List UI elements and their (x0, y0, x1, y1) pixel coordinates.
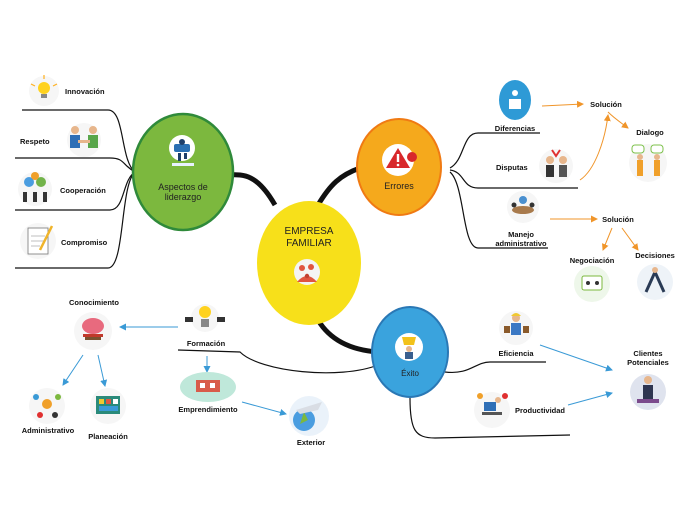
errores-branches (449, 132, 578, 249)
planning-icon (90, 388, 126, 424)
differences-icon (499, 80, 531, 120)
exito-title: Éxito (401, 369, 419, 378)
dialogue-icon (629, 144, 667, 182)
disputes-icon (539, 149, 573, 183)
node-compromiso[interactable]: Compromiso (61, 238, 108, 247)
manejo-line1: Manejo (508, 230, 534, 239)
leader-podium-icon (169, 135, 195, 166)
node-disputas[interactable]: Disputas (496, 163, 528, 172)
clientes-line1: Clientes (633, 349, 663, 358)
node-solucion-1[interactable]: Solución (590, 100, 622, 109)
node-eficiencia[interactable]: Eficiencia (498, 349, 534, 358)
gears-team-icon (18, 172, 52, 206)
central-title-line2: FAMILIAR (286, 238, 332, 249)
node-formacion[interactable]: Formación (186, 339, 226, 348)
signed-contract-icon (20, 223, 56, 259)
node-manejo-administrativo[interactable]: Manejo administrativo (495, 230, 546, 248)
node-planeacion[interactable]: Planeación (88, 432, 128, 441)
central-title-line1: EMPRESA (284, 226, 334, 237)
efficiency-icon (499, 311, 533, 345)
node-diferencias[interactable]: Diferencias (494, 124, 536, 133)
trophy-person-icon (395, 333, 423, 361)
errores-title: Errores (384, 181, 414, 191)
node-dialogo[interactable]: Dialogo (636, 128, 664, 137)
warning-icon (382, 144, 417, 176)
handshake-icon (67, 123, 101, 157)
node-productividad[interactable]: Productividad (514, 406, 566, 415)
liderazgo-title: Aspectos de liderazgo (158, 182, 208, 203)
node-solucion-2[interactable]: Solución (602, 215, 634, 224)
liderazgo-branches (15, 109, 136, 269)
administrative-icon (29, 388, 65, 424)
node-innovacion[interactable]: Innovación (65, 87, 105, 96)
liderazgo-node[interactable] (131, 112, 235, 232)
node-emprendimiento[interactable]: Emprendimiento (178, 405, 238, 414)
liderazgo-title-line1: Aspectos de (158, 182, 208, 192)
node-respeto[interactable]: Respeto (20, 137, 50, 146)
node-administrativo[interactable]: Administrativo (21, 426, 75, 435)
central-node-title: EMPRESA FAMILIAR (285, 226, 334, 250)
node-conocimiento[interactable]: Conocimiento (69, 298, 119, 307)
family-icon (294, 259, 320, 285)
node-clientes-potenciales[interactable]: Clientes Potenciales (627, 349, 669, 367)
node-negociacion[interactable]: Negociación (569, 256, 615, 265)
exterior-plane-icon (289, 396, 329, 436)
connector-center-exito (315, 318, 379, 355)
connector-center-errores (315, 165, 361, 207)
decisions-icon (637, 264, 673, 300)
entrepreneurship-icon (180, 372, 236, 402)
exito-branches (177, 349, 571, 439)
exito-arrows (62, 323, 613, 416)
node-exterior[interactable]: Exterior (296, 438, 326, 447)
lightbulb-icon (29, 75, 59, 106)
errores-arrows (541, 100, 639, 251)
brain-books-icon (74, 312, 112, 350)
clientes-line2: Potenciales (627, 358, 669, 367)
negotiation-icon (574, 266, 610, 302)
node-decisiones[interactable]: Decisiones (635, 251, 675, 260)
training-icon (185, 304, 225, 332)
office-meeting-icon (507, 191, 539, 223)
potential-clients-icon (630, 374, 666, 410)
liderazgo-title-line2: liderazgo (164, 192, 202, 203)
manejo-line2: administrativo (495, 239, 547, 248)
node-cooperacion[interactable]: Cooperación (60, 186, 106, 195)
productivity-icon (474, 392, 510, 428)
